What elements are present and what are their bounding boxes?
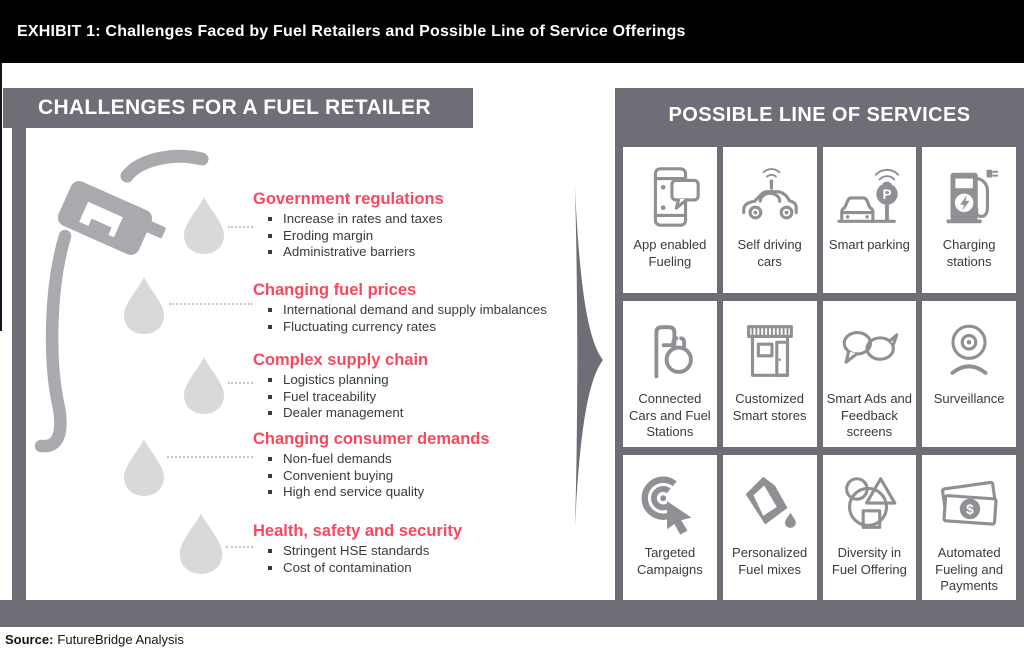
exhibit-title-bar: EXHIBIT 1: Challenges Faced by Fuel Reta… [0, 0, 1024, 63]
service-card: Diversity in Fuel Offering [822, 455, 917, 601]
leader-line [169, 303, 253, 305]
services-grid: App enabled Fueling Self driving [623, 147, 1016, 601]
challenge-bullet: Fluctuating currency rates [253, 319, 553, 336]
leader-line [228, 382, 253, 384]
challenge-group: Changing consumer demands Non-fuel deman… [253, 429, 553, 501]
challenge-bullet: Dealer management [253, 405, 553, 422]
challenge-title: Government regulations [253, 190, 444, 208]
challenges-panel-header: CHALLENGES FOR A FUEL RETAILER [3, 88, 473, 128]
card-icon-box: P [834, 161, 904, 233]
challenge-group: Complex supply chain Logistics planning … [253, 350, 553, 422]
ev-charger-icon [946, 169, 999, 224]
card-icon-box: $ [934, 469, 1004, 541]
challenge-bullet: Fuel traceability [253, 389, 553, 406]
challenge-title: Changing consumer demands [253, 430, 490, 448]
shapes-icon [845, 477, 897, 529]
service-card-label: Self driving cars [737, 237, 802, 269]
challenge-title: Health, safety and security [253, 522, 463, 540]
challenge-bullet: Non-fuel demands [253, 451, 553, 468]
service-card: Self driving cars [722, 147, 817, 293]
service-card: Surveillance [922, 301, 1016, 447]
smartphone-chat-icon [653, 167, 700, 227]
service-card-label: Automated Fueling and Payments [935, 545, 1004, 593]
banknotes-icon: $ [941, 480, 998, 526]
left-ribbon [12, 128, 26, 600]
card-icon-box [635, 469, 705, 541]
droplet-icon [184, 197, 224, 254]
services-panel-header: POSSIBLE LINE OF SERVICES [668, 104, 971, 126]
service-card-label: Targeted Campaigns [636, 545, 703, 577]
service-card-label: Customized Smart stores [732, 391, 807, 423]
service-card: Personalized Fuel mixes [722, 455, 817, 601]
challenge-group: Government regulations Increase in rates… [253, 189, 553, 261]
challenge-group: Changing fuel prices International deman… [253, 280, 553, 335]
droplet-icon [124, 277, 164, 334]
svg-text:P: P [883, 187, 892, 202]
challenge-bullet: Stringent HSE standards [253, 543, 553, 560]
droplet-icon [184, 357, 224, 414]
source-label: Source: [5, 632, 54, 647]
service-card-label: Smart parking [828, 237, 910, 252]
service-card: Charging stations [922, 147, 1016, 293]
challenge-bullet: Eroding margin [253, 228, 553, 245]
service-card-label: Charging stations [942, 237, 996, 269]
card-icon-box [834, 315, 904, 387]
challenge-bullet: High end service quality [253, 484, 553, 501]
service-card: Customized Smart stores [722, 301, 817, 447]
exhibit-title: EXHIBIT 1: Challenges Faced by Fuel Reta… [17, 23, 686, 40]
challenge-title: Complex supply chain [253, 351, 429, 369]
card-icon-box [735, 469, 805, 541]
droplet-icon [179, 513, 223, 574]
challenge-bullet: Logistics planning [253, 372, 553, 389]
autonomous-car-icon [741, 168, 798, 220]
svg-text:$: $ [966, 502, 974, 517]
card-icon-box [635, 315, 705, 387]
challenge-bullet: Administrative barriers [253, 244, 553, 261]
leader-line [228, 226, 253, 228]
fuel-nozzle-icon [35, 149, 209, 453]
service-card: Connected Cars and Fuel Stations [623, 301, 717, 447]
service-card-label: Connected Cars and Fuel Stations [629, 391, 711, 439]
challenge-bullet: Cost of contamination [253, 560, 553, 577]
card-icon-box [735, 315, 805, 387]
card-icon-box [834, 469, 904, 541]
challenge-bullet: Convenient buying [253, 468, 553, 485]
challenge-title: Changing fuel prices [253, 281, 417, 299]
service-card-label: Personalized Fuel mixes [732, 545, 808, 577]
card-icon-box [735, 161, 805, 233]
card-icon-box [934, 161, 1004, 233]
target-cursor-icon [641, 476, 692, 535]
services-panel: POSSIBLE LINE OF SERVICES App enabled Fu… [615, 88, 1024, 627]
service-card: Targeted Campaigns [623, 455, 717, 601]
service-card: $ Automated Fueling and Payments [922, 455, 1016, 601]
left-edge-line [0, 63, 2, 331]
speech-bubbles-icon [843, 330, 899, 364]
droplet-icon [124, 439, 164, 496]
challenge-bullet: Increase in rates and taxes [253, 211, 553, 228]
leader-line [226, 546, 253, 548]
service-card-label: Diversity in Fuel Offering [831, 545, 907, 577]
storefront-icon [746, 325, 793, 377]
service-card: Smart Ads and Feedback screens [822, 301, 917, 447]
pouring-jug-icon [745, 476, 796, 528]
service-card-label: App enabled Fueling [633, 237, 707, 269]
source-value: FutureBridge Analysis [57, 632, 184, 647]
bottom-bar [0, 600, 1024, 627]
service-card-label: Surveillance [933, 391, 1005, 406]
arrow-right-icon [575, 187, 603, 528]
challenge-bullet: International demand and supply imbalanc… [253, 302, 553, 319]
service-card: P Smart parking [822, 147, 917, 293]
source-line: Source:FutureBridge Analysis [5, 632, 184, 647]
card-icon-box [635, 161, 705, 233]
service-card: App enabled Fueling [623, 147, 717, 293]
service-card-label: Smart Ads and Feedback screens [826, 391, 913, 439]
surveillance-camera-icon [950, 324, 988, 375]
challenge-group: Health, safety and security Stringent HS… [253, 521, 553, 576]
card-icon-box [934, 315, 1004, 387]
parking-sign-icon: P [837, 168, 900, 223]
leader-line [167, 456, 253, 458]
fuel-pump-plug-icon [654, 325, 693, 379]
